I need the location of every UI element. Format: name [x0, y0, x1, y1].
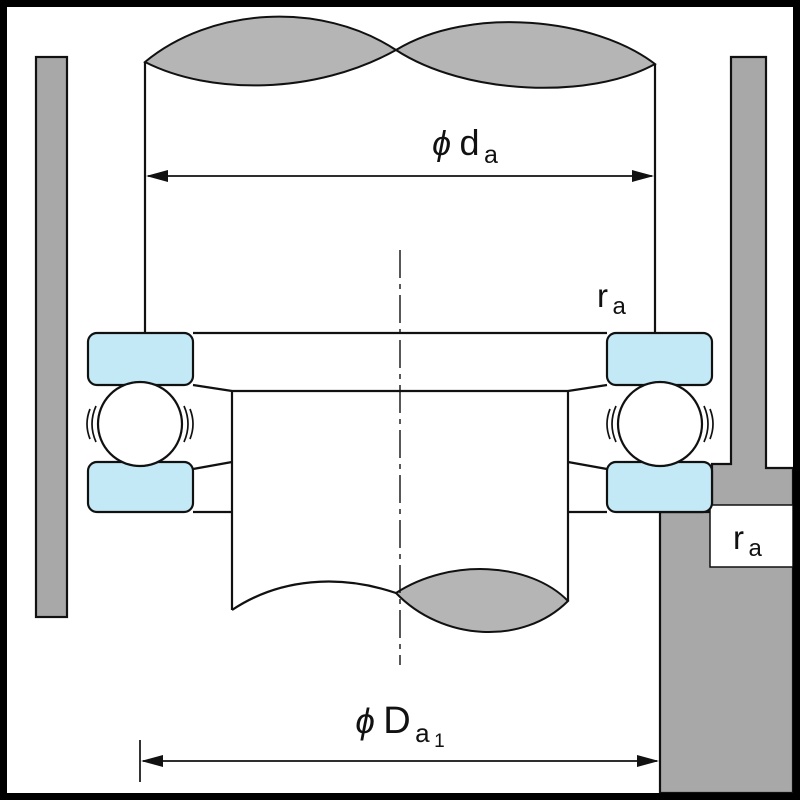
housing-washer-left-section: [86, 460, 195, 514]
label-phi-da: ϕ d a: [432, 122, 498, 169]
arrow-left-icon: [141, 755, 163, 767]
label-phi-Da1: ϕ D a 1: [355, 700, 444, 752]
label-ra-housing: r a: [733, 519, 762, 562]
cage-right: [606, 405, 714, 443]
dim-housing-abutment-diameter: ϕ D a 1: [139, 700, 659, 782]
ball-left: [96, 380, 184, 468]
arrow-right-icon: [632, 170, 654, 182]
label-ra-shaft: r a: [597, 277, 626, 320]
lower-shaft-break-lens: [394, 568, 570, 634]
housing-washer-top-edge-right: [567, 460, 608, 471]
shaft-break-left-lens: [143, 15, 398, 87]
shaft-break-right-lens: [394, 21, 657, 89]
housing-washer-top-edge-left: [192, 460, 233, 471]
housing-washer-right-section: [605, 460, 714, 514]
lower-shaft-break-curve: [231, 580, 397, 611]
dim-shaft-abutment-diameter: ϕ d a: [146, 122, 654, 182]
cage-left: [86, 405, 194, 443]
shaft-washer-left-section: [86, 331, 195, 387]
shaft-washer-right-section: [605, 331, 714, 387]
left-housing-wall: [34, 55, 69, 619]
housing-fillet-label-box: [709, 504, 794, 568]
ball-right: [616, 380, 704, 468]
arrow-left-icon: [146, 170, 168, 182]
arrow-right-icon: [637, 755, 659, 767]
